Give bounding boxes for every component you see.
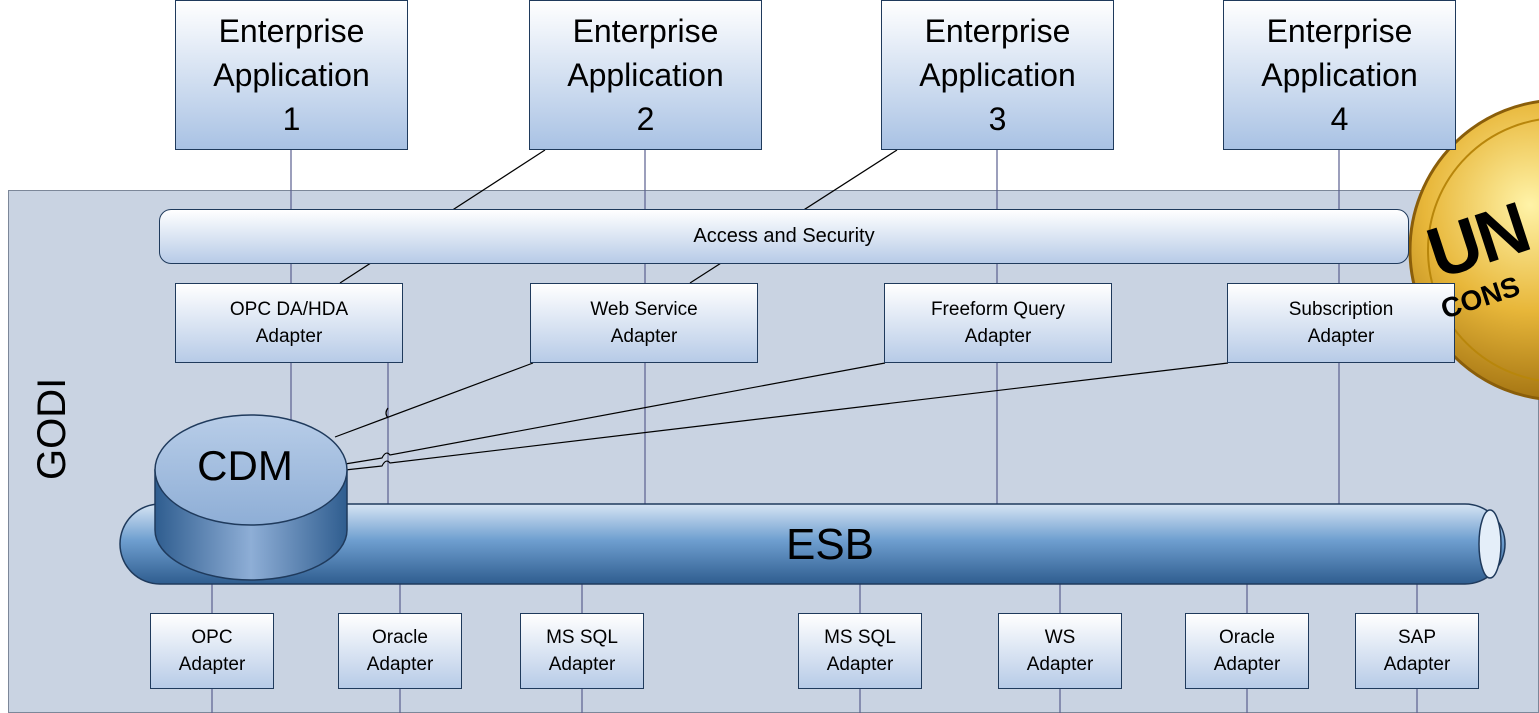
- ms-sql-adapter-1: MS SQL Adapter: [520, 613, 644, 689]
- esb-tube: [119, 503, 1506, 585]
- enterprise-app-1: Enterprise Application 1: [175, 0, 408, 150]
- ws-adapter: WS Adapter: [998, 613, 1122, 689]
- cdm-label: CDM: [197, 442, 293, 489]
- subscription-adapter: Subscription Adapter: [1227, 283, 1455, 363]
- stamp-ring: [1427, 118, 1539, 382]
- line-hop-1: [385, 407, 389, 419]
- cdm-database: [154, 414, 348, 581]
- esb-tube-end: [1478, 509, 1502, 579]
- access-security-bar: Access and Security: [159, 209, 1409, 264]
- opc-adapter: OPC Adapter: [150, 613, 274, 689]
- enterprise-app-4: Enterprise Application 4: [1223, 0, 1456, 150]
- freeform-to-cdm: [344, 362, 886, 465]
- esb-bus: [119, 503, 1506, 585]
- webservice-to-cdm: [334, 362, 534, 438]
- oracle-adapter-2: Oracle Adapter: [1185, 613, 1309, 689]
- web-service-adapter: Web Service Adapter: [530, 283, 758, 363]
- enterprise-app-2: Enterprise Application 2: [529, 0, 762, 150]
- godi-label: GODI: [30, 377, 74, 480]
- oracle-adapter-1: Oracle Adapter: [338, 613, 462, 689]
- sap-adapter: SAP Adapter: [1355, 613, 1479, 689]
- freeform-query-adapter: Freeform Query Adapter: [884, 283, 1112, 363]
- esb-label: ESB: [785, 520, 875, 569]
- enterprise-app-3: Enterprise Application 3: [881, 0, 1114, 150]
- opc-da-hda-adapter: OPC DA/HDA Adapter: [175, 283, 403, 363]
- subscription-to-cdm: [344, 362, 1229, 471]
- cdm-top: [154, 414, 348, 526]
- ms-sql-adapter-2: MS SQL Adapter: [798, 613, 922, 689]
